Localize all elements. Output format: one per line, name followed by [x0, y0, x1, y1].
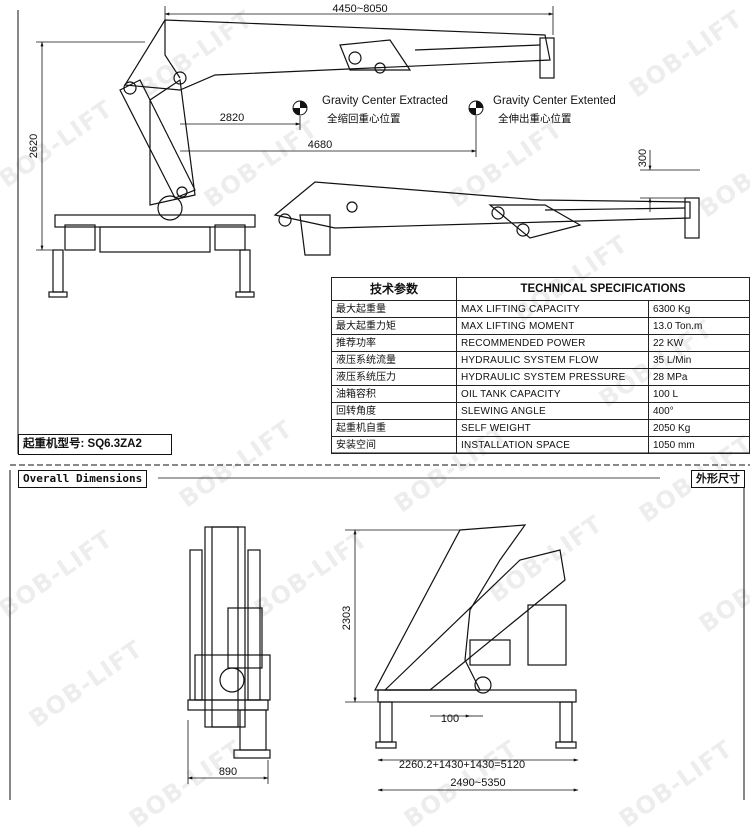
spec-cell-en: MAX LIFTING CAPACITY: [456, 300, 649, 318]
gravity-extracted-label-cn: 全缩回重心位置: [327, 113, 401, 125]
dim-boom-offset-label: 300: [637, 149, 649, 167]
drawing-sheet: BOB-LIFT BOB-LIFT BOB-LIFT BOB-LIFT BOB-…: [0, 3, 750, 833]
dim-height-label: 2620: [28, 134, 40, 158]
spec-cell-en: RECOMMENDED POWER: [456, 334, 649, 352]
spec-header-row: 技术参数 TECHNICAL SPECIFICATIONS: [331, 277, 750, 301]
spec-cell-cn: 起重机自重: [331, 419, 457, 437]
crane-rear-view: [374, 524, 577, 749]
spec-cell-value: 400°: [648, 402, 750, 420]
spec-cell-cn: 液压系统压力: [331, 368, 457, 386]
spec-cell-value: 22 KW: [648, 334, 750, 352]
dim-leg-span-label: 2490~5350: [450, 777, 505, 789]
gravity-extended-label-en: Gravity Center Extented: [493, 95, 616, 107]
dim-gravity-extended-label: 4680: [308, 139, 332, 151]
crane-folded-side-view: [48, 19, 555, 298]
spec-cell-value: 1050 mm: [648, 436, 750, 454]
dim-boom-lengths-label: 2260.2+1430+1430=5120: [399, 759, 525, 771]
dim-side-width: [187, 720, 269, 784]
spec-cell-value: 100 L: [648, 385, 750, 403]
section-title-cn: 外形尺寸: [691, 470, 745, 488]
spec-cell-en: SELF WEIGHT: [456, 419, 649, 437]
dim-reach: [164, 6, 554, 35]
gravity-extracted-label-en: Gravity Center Extracted: [322, 95, 448, 107]
spec-cell-cn: 液压系统流量: [331, 351, 457, 369]
spec-header-en: TECHNICAL SPECIFICATIONS: [456, 277, 750, 301]
dim-height: [36, 41, 145, 251]
spec-cell-en: HYDRAULIC SYSTEM PRESSURE: [456, 368, 649, 386]
spec-cell-value: 2050 Kg: [648, 419, 750, 437]
gravity-extended-label-cn: 全伸出重心位置: [498, 113, 572, 125]
crane-drawing: 4450~8050 2620 2820 468: [9, 3, 750, 800]
gravity-center-extended-icon: [468, 100, 484, 116]
section-title-en: Overall Dimensions: [18, 470, 148, 488]
spec-cell-en: MAX LIFTING MOMENT: [456, 317, 649, 335]
dim-gravity-extended: [180, 116, 477, 157]
spec-cell-cn: 最大起重量: [331, 300, 457, 318]
dim-overall-height-label: 2303: [341, 606, 353, 630]
spec-cell-cn: 油箱容积: [331, 385, 457, 403]
spec-cell-en: INSTALLATION SPACE: [456, 436, 649, 454]
spec-cell-value: 35 L/Min: [648, 351, 750, 369]
spec-cell-en: HYDRAULIC SYSTEM FLOW: [456, 351, 649, 369]
spec-cell-value: 28 MPa: [648, 368, 750, 386]
dim-boom-offset: [640, 150, 700, 212]
crane-boom-extended-view: [273, 181, 700, 256]
dim-base-offset-label: 100: [441, 713, 459, 725]
dim-overall-height: [345, 529, 460, 703]
gravity-center-extracted-icon: [292, 100, 308, 116]
spec-cell-cn: 安装空间: [331, 436, 457, 454]
spec-cell-cn: 推荐功率: [331, 334, 457, 352]
model-label: 起重机型号: SQ6.3ZA2: [18, 434, 172, 455]
dim-reach-label: 4450~8050: [332, 3, 387, 15]
dim-gravity-extracted-label: 2820: [220, 112, 244, 124]
spec-header-cn: 技术参数: [331, 277, 457, 301]
dim-side-width-label: 890: [219, 766, 237, 778]
spec-cell-value: 6300 Kg: [648, 300, 750, 318]
spec-cell-cn: 回转角度: [331, 402, 457, 420]
spec-cell-value: 13.0 Ton.m: [648, 317, 750, 335]
spec-cell-en: SLEWING ANGLE: [456, 402, 649, 420]
dim-gravity-extracted: [180, 116, 301, 130]
crane-front-view: [187, 526, 271, 759]
spec-cell-cn: 最大起重力矩: [331, 317, 457, 335]
spec-cell-en: OIL TANK CAPACITY: [456, 385, 649, 403]
